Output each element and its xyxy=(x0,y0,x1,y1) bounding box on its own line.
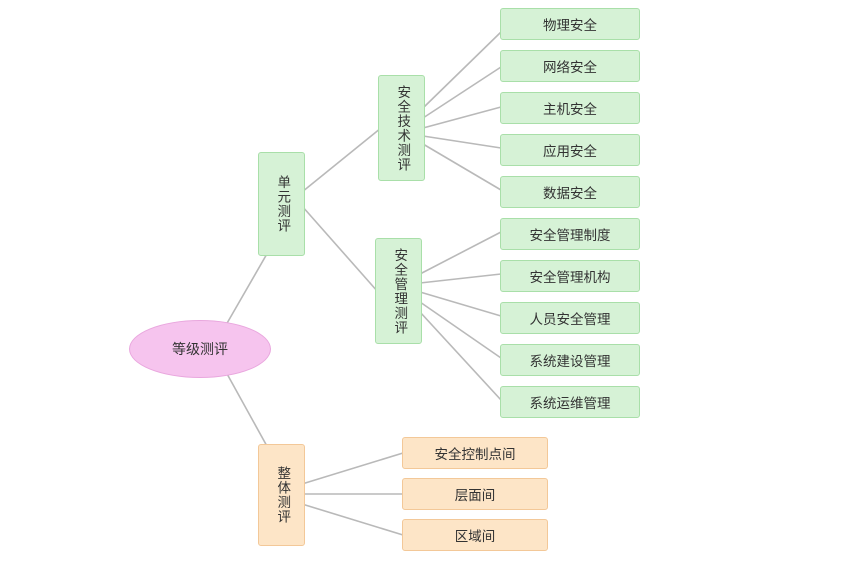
tech-item-node: 数据安全 xyxy=(500,176,640,208)
overall-item-node: 层面间 xyxy=(402,478,548,510)
unit-node: 单元测评 xyxy=(258,152,305,256)
link-mgmt-4 xyxy=(419,301,502,359)
link-tech-4 xyxy=(422,135,502,149)
tech-item-node: 主机安全 xyxy=(500,92,640,124)
link-tech-5 xyxy=(422,143,502,191)
link-tech-3 xyxy=(422,106,502,129)
link-overall-1 xyxy=(301,452,404,485)
mgmt-item-node: 人员安全管理 xyxy=(500,302,640,334)
link-root-unit xyxy=(225,251,269,326)
overall-item-node: 区域间 xyxy=(402,519,548,551)
link-mgmt-1 xyxy=(419,231,502,275)
root-node: 等级测评 xyxy=(129,320,271,378)
link-mgmt-2 xyxy=(419,273,502,284)
link-tech-1 xyxy=(422,31,502,109)
link-unit-tech xyxy=(301,127,382,193)
tech-item-node: 应用安全 xyxy=(500,134,640,166)
link-tech-2 xyxy=(422,66,502,119)
mgmt-item-node: 系统运维管理 xyxy=(500,386,640,418)
link-mgmt-3 xyxy=(419,291,502,317)
tech-node: 安全技术测评 xyxy=(378,75,425,181)
link-mgmt-5 xyxy=(419,311,502,401)
tech-item-node: 网络安全 xyxy=(500,50,640,82)
tech-item-node: 物理安全 xyxy=(500,8,640,40)
mgmt-item-node: 系统建设管理 xyxy=(500,344,640,376)
mgmt-item-node: 安全管理机构 xyxy=(500,260,640,292)
mgmt-item-node: 安全管理制度 xyxy=(500,218,640,250)
link-root-overall xyxy=(225,371,269,449)
overall-item-node: 安全控制点间 xyxy=(402,437,548,469)
link-unit-mgmt xyxy=(301,205,379,293)
overall-node: 整体测评 xyxy=(258,444,305,546)
link-overall-3 xyxy=(301,503,404,536)
mgmt-node: 安全管理测评 xyxy=(375,238,422,344)
